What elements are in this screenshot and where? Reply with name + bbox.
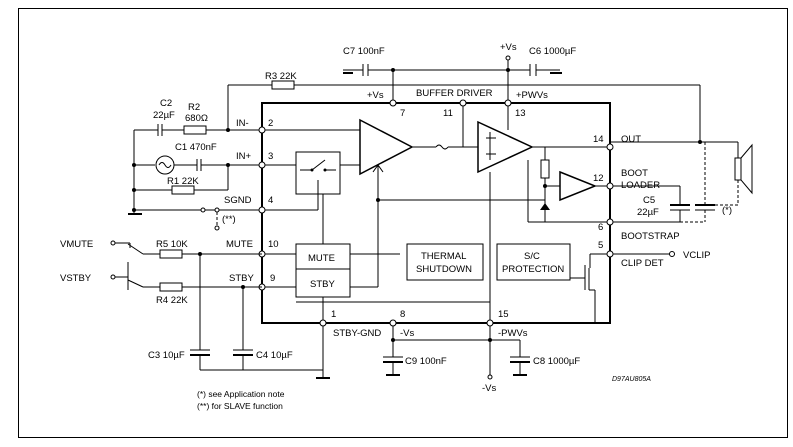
pin-num-12: 12 (593, 173, 604, 184)
pin-buffer-driver: BUFFER DRIVER (416, 88, 493, 99)
pin-stby-gnd: STBY-GND (333, 328, 381, 339)
c9-label: C9 100nF (405, 356, 447, 367)
vstby-label: VSTBY (60, 273, 92, 284)
note-slave: (**) for SLAVE function (197, 401, 283, 411)
r2-value: 680Ω (185, 113, 208, 124)
pin-num-3: 3 (268, 151, 273, 162)
speaker-icon (715, 141, 753, 206)
pin-boot-2: LOADER (621, 180, 660, 191)
output-stage (376, 99, 735, 323)
pin-num-6: 6 (598, 222, 603, 233)
c5-value: 22µF (637, 207, 659, 218)
thermal-label-1: THERMAL (421, 251, 466, 262)
pin-boot-1: BOOT (621, 168, 648, 179)
pin-num-13: 13 (515, 108, 526, 119)
pin-num-8: 8 (400, 309, 405, 320)
pin-num-10: 10 (268, 239, 279, 250)
pin-out: OUT (621, 134, 641, 145)
r3-label: R3 22K (265, 71, 297, 82)
r1-label: R1 22K (167, 176, 199, 187)
vs-top-label: +Vs (500, 42, 517, 53)
pin-num-15: 15 (498, 309, 509, 320)
input-amplifier (265, 118, 478, 287)
pin-mute: MUTE (226, 239, 253, 250)
r5-label: R5 10K (156, 239, 188, 250)
pin-num-2: 2 (268, 118, 273, 129)
c1-label: C1 470nF (175, 142, 217, 153)
speaker-note: (*) (722, 205, 732, 216)
pin-num-5: 5 (598, 240, 603, 251)
sc-label-1: S/C (524, 251, 540, 262)
vmute-label: VMUTE (60, 239, 93, 250)
pin-stby: STBY (229, 273, 254, 284)
feedback-r3 (227, 80, 701, 142)
pin-bootstrap: BOOTSTRAP (621, 231, 680, 242)
drawing-code: D97AU805A (612, 376, 651, 383)
stby-block-label: STBY (310, 279, 335, 290)
pin-num-7: 7 (400, 108, 405, 119)
c2-name: C2 (160, 98, 172, 109)
pin-num-14: 14 (593, 134, 604, 145)
input-network (128, 124, 262, 231)
r2-name: R2 (188, 102, 200, 113)
pin-vclip: VCLIP (683, 250, 710, 261)
note-application: (*) see Application note (197, 389, 285, 399)
c5-name: C5 (643, 195, 655, 206)
c6-label: C6 1000µF (529, 46, 576, 57)
diagram-frame (18, 8, 788, 438)
sc-label-2: PROTECTION (502, 264, 564, 275)
pin-num-4: 4 (268, 195, 273, 206)
pin-pwvs-minus: -PWVs (498, 328, 528, 339)
pin-sgnd: SGND (224, 195, 252, 206)
c7-label: C7 100nF (343, 46, 385, 57)
pin-num-11: 11 (443, 108, 453, 119)
bottom-supply (190, 319, 530, 380)
mute-block-label: MUTE (308, 253, 335, 264)
pin-in-plus: IN+ (236, 151, 252, 162)
pin-vs-plus: +Vs (367, 90, 384, 101)
pin-num-9: 9 (270, 273, 275, 284)
pin-clip-det: CLIP DET (621, 258, 664, 269)
pin-right (570, 142, 715, 323)
top-supply (343, 55, 562, 104)
vs-bottom-label: -Vs (482, 383, 497, 394)
r4-label: R4 22K (156, 295, 188, 306)
pin-pwvs-plus: +PWVs (516, 90, 548, 101)
pin-vs-minus: -Vs (400, 328, 415, 339)
c3-label: C3 10µF (148, 350, 185, 361)
thermal-label-2: SHUTDOWN (416, 264, 472, 275)
c2-value: 22µF (153, 110, 175, 121)
pin-num-1: 1 (331, 309, 336, 320)
slave-mark: (**) (222, 214, 236, 225)
c8-label: C8 1000µF (533, 356, 580, 367)
pin-in-minus: IN- (236, 118, 249, 129)
control-blocks (265, 194, 571, 323)
c4-label: C4 10µF (256, 350, 293, 361)
external-controls (110, 240, 262, 350)
